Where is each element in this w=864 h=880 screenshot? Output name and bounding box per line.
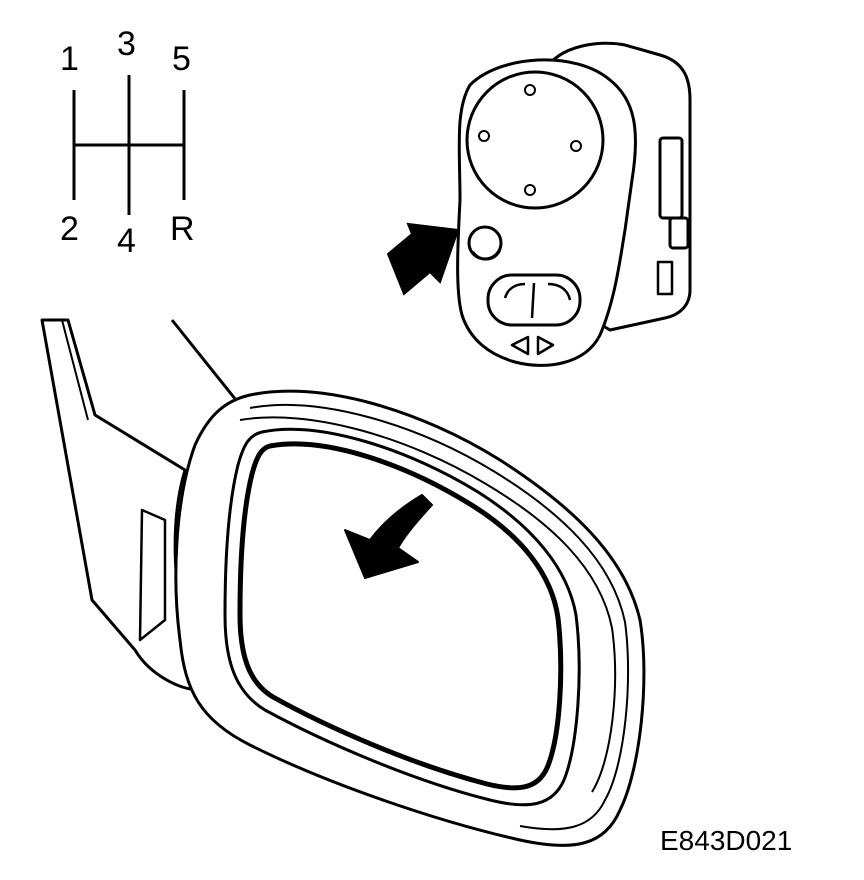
fold-direction-arrow-icon <box>344 494 433 579</box>
mount-inner-line <box>61 319 89 421</box>
rocker-inner-left <box>503 282 526 299</box>
gear-label-2: 2 <box>60 210 79 248</box>
gear-label-5: 5 <box>172 40 191 78</box>
gear-label-r: R <box>170 210 195 248</box>
joystick-dot-bottom <box>524 184 536 196</box>
rocker-center-divider <box>530 282 536 319</box>
fold-button-shadow <box>471 249 502 261</box>
gear-shift-pattern <box>72 75 186 215</box>
pointer-arrow-icon <box>386 222 460 296</box>
switch-side-slot <box>656 260 674 296</box>
joystick-dot-right <box>570 140 582 152</box>
rocker-inner-right <box>547 282 572 301</box>
door-mirror <box>40 318 646 847</box>
joystick-dot-top <box>524 84 536 96</box>
select-left-triangle <box>510 335 530 356</box>
mount-base-detail <box>138 508 167 642</box>
mirror-control-switch <box>456 41 692 367</box>
gear-label-1: 1 <box>60 40 79 78</box>
select-right-triangle <box>536 335 555 356</box>
joystick-dot-left <box>478 130 490 142</box>
housing-contour-1 <box>249 403 630 831</box>
mirror-mount-arm <box>40 318 202 692</box>
housing-contour-2 <box>239 416 617 793</box>
switch-side-tab-top <box>658 136 684 220</box>
gear-label-4: 4 <box>117 222 136 260</box>
gear-label-3: 3 <box>117 25 136 63</box>
mirror-glass-pane[interactable] <box>237 441 564 791</box>
figure-code: E843D021 <box>660 825 792 856</box>
mirror-adjust-joystick[interactable] <box>465 70 605 210</box>
door-frame-line <box>170 319 242 406</box>
switch-side-tab-lower <box>668 216 690 250</box>
